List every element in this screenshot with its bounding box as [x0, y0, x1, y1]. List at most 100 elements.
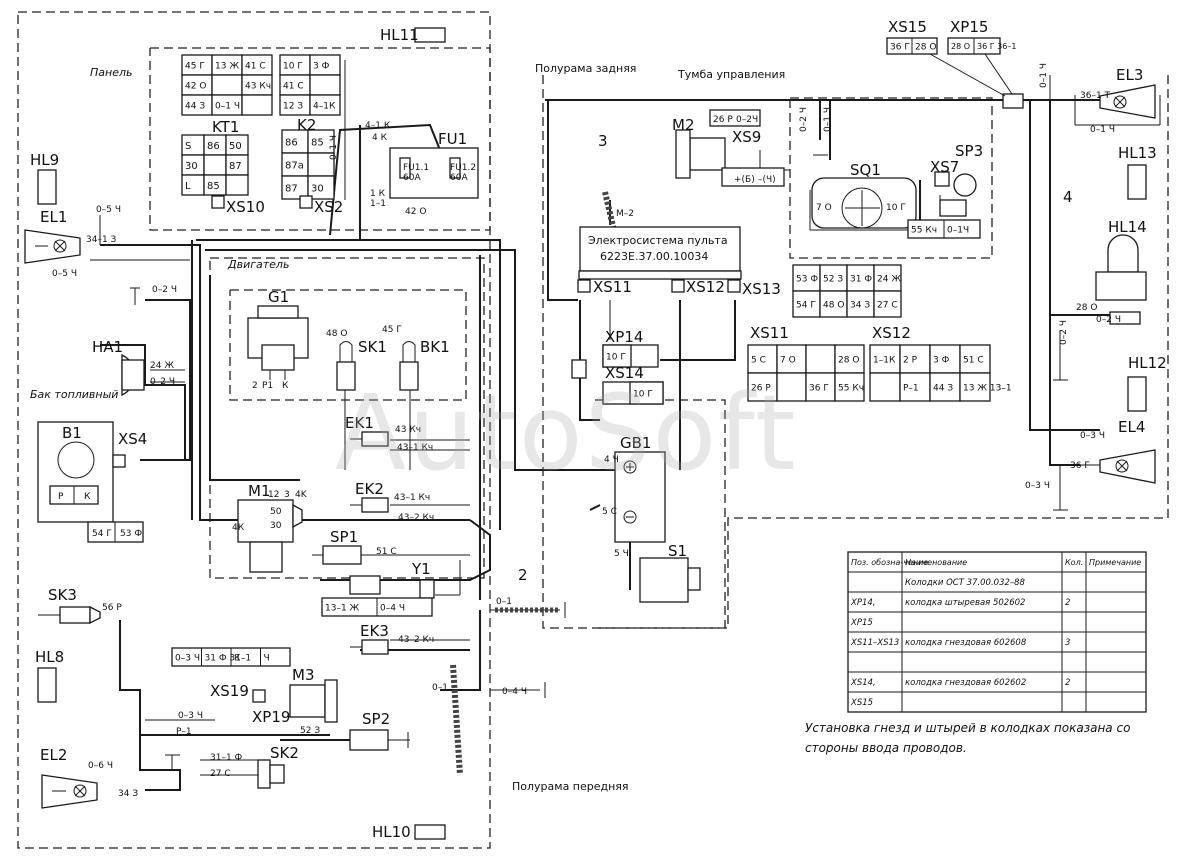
watermark: AutoSoft	[335, 372, 798, 494]
label-xs13: XS13	[742, 280, 781, 298]
svg-text:1–1: 1–1	[370, 199, 386, 209]
label-xs11: XS11	[593, 278, 632, 296]
svg-text:43–2 Кч: 43–2 Кч	[398, 513, 434, 523]
label-panel: Панель	[90, 66, 133, 79]
label-rear-frame: Полурама задняя	[535, 62, 636, 75]
label-g1: G1	[268, 288, 289, 306]
panel-right-cell	[309, 94, 341, 116]
label-sp3: SP3	[955, 142, 983, 160]
sk2-sensor	[257, 759, 285, 789]
label-el4: EL4	[1118, 418, 1145, 436]
panel-right-cell-text: 41 С	[283, 82, 304, 92]
ground-symbols	[130, 154, 1068, 756]
svg-text:0–3 Ч: 0–3 Ч	[178, 711, 203, 721]
svg-text:48 О: 48 О	[326, 329, 347, 339]
svg-text:4 Ч: 4 Ч	[604, 455, 619, 465]
label-sp1: SP1	[330, 528, 358, 546]
hl12-lamp	[1127, 376, 1147, 412]
label-xs19: XS19	[210, 682, 249, 700]
svg-text:54 Г: 54 Г	[92, 529, 112, 539]
label-front-frame: Полурама передняя	[512, 780, 629, 793]
table-cell: XP14,	[850, 598, 875, 608]
xs12-cell-text: 13 Ж 13–1	[963, 384, 1012, 394]
svg-text:0–3 Ч: 0–3 Ч	[1080, 431, 1105, 441]
panel-right-cell-text: 10 Г	[283, 62, 303, 72]
g1-generator	[247, 305, 309, 380]
sq1-level-sensor	[811, 177, 917, 229]
xs15-xp15-connector	[1002, 93, 1024, 109]
svg-text:50: 50	[270, 507, 282, 517]
svg-text:0–1 Ч: 0–1 Ч	[329, 135, 339, 160]
svg-text:К: К	[84, 492, 91, 502]
xs13-cell-text: 53 Ф	[796, 275, 818, 285]
svg-text:0–1: 0–1	[496, 597, 512, 607]
panel-right-cell-text: 12 З	[283, 102, 303, 112]
xs13-cell	[873, 290, 902, 318]
xs12-connector	[671, 279, 685, 293]
sp1-sensor	[312, 545, 362, 565]
xs13-cell-text: 48 О	[823, 301, 844, 311]
svg-text:28 О: 28 О	[1076, 303, 1097, 313]
svg-text:26 Р: 26 Р	[713, 115, 733, 125]
table-header-cell: Кол.	[1065, 558, 1083, 567]
fu12-amp: 60А	[450, 173, 468, 183]
ek3-heater	[350, 639, 389, 655]
xs14-connector: 10 Г	[602, 381, 664, 405]
kt1-cell	[225, 174, 249, 196]
xs13-cell-text: 54 Г	[796, 301, 816, 311]
label-engine: Двигатель	[227, 258, 289, 271]
svg-text:36–1 Т: 36–1 Т	[1080, 91, 1111, 101]
fu11-label: FU1.1	[403, 163, 429, 173]
frame-labels: Панель Двигатель Бак топливный Полурама …	[30, 62, 1073, 793]
xs13-cell	[819, 290, 848, 318]
svg-text:Р–1: Р–1	[176, 727, 192, 737]
box-text: 10 Г	[633, 390, 653, 400]
svg-text:0–2 Ч: 0–2 Ч	[1096, 315, 1121, 325]
label-m2: M2	[672, 116, 695, 134]
svg-text:0–5 Ч: 0–5 Ч	[96, 205, 121, 215]
label-s1: S1	[668, 542, 687, 560]
svg-text:0–1: 0–1	[432, 683, 448, 693]
panel-right-cell	[309, 74, 341, 96]
svg-text:24 Ж: 24 Ж	[150, 361, 174, 371]
kt1-cell-text: L	[185, 181, 191, 192]
console-title: Электросистема пульта	[588, 234, 728, 247]
table-cell: колодка штыревая 502602	[905, 598, 1025, 608]
gb1-battery	[614, 451, 666, 543]
label-xs2: XS2	[314, 198, 343, 216]
xs12-cell	[959, 344, 991, 374]
box-text: 0–3 Ч	[175, 654, 200, 664]
label-ha1: HA1	[92, 338, 123, 356]
xs13-cell-text: 24 Ж	[877, 275, 901, 285]
label-cabinet: Тумба управления	[677, 68, 785, 81]
svg-text:1 К: 1 К	[370, 189, 386, 199]
m1-starter	[237, 499, 303, 573]
svg-text:43–1 Кч: 43–1 Кч	[394, 493, 430, 503]
box-text: 36 Г 36–1	[977, 42, 1016, 51]
xs11-cell-text: 28 О	[838, 356, 859, 366]
svg-text:0–6 Ч: 0–6 Ч	[88, 761, 113, 771]
xs12-cell-text: Р–1	[903, 384, 919, 394]
label-hl11: HL11	[380, 26, 419, 44]
label-fu1: FU1	[438, 130, 467, 148]
table-cell: колодка гнездовая 602602	[905, 678, 1026, 688]
box-text: К	[234, 654, 241, 664]
box-text: 0–1Ч	[947, 226, 969, 236]
xs11-cell-text: 55 Кч	[838, 384, 864, 394]
table-cell: XP15	[850, 618, 873, 628]
label-harness-3: 3	[598, 132, 608, 150]
kt1-cell-text: 85	[207, 181, 220, 192]
svg-text:М–2: М–2	[616, 209, 634, 219]
k2-cell-text: 87	[285, 184, 298, 195]
label-hl13: HL13	[1118, 144, 1157, 162]
bk1-sensor	[399, 341, 419, 391]
label-kt1: KT1	[212, 118, 239, 136]
xs12-cell-text: 3 Ф	[933, 356, 950, 366]
label-xp19: XP19	[252, 708, 290, 726]
svg-text:0–3 Ч: 0–3 Ч	[1025, 481, 1050, 491]
label-ek3: EK3	[360, 622, 389, 640]
svg-text:0–4 Ч: 0–4 Ч	[502, 687, 527, 697]
svg-text:12: 12	[268, 490, 279, 500]
